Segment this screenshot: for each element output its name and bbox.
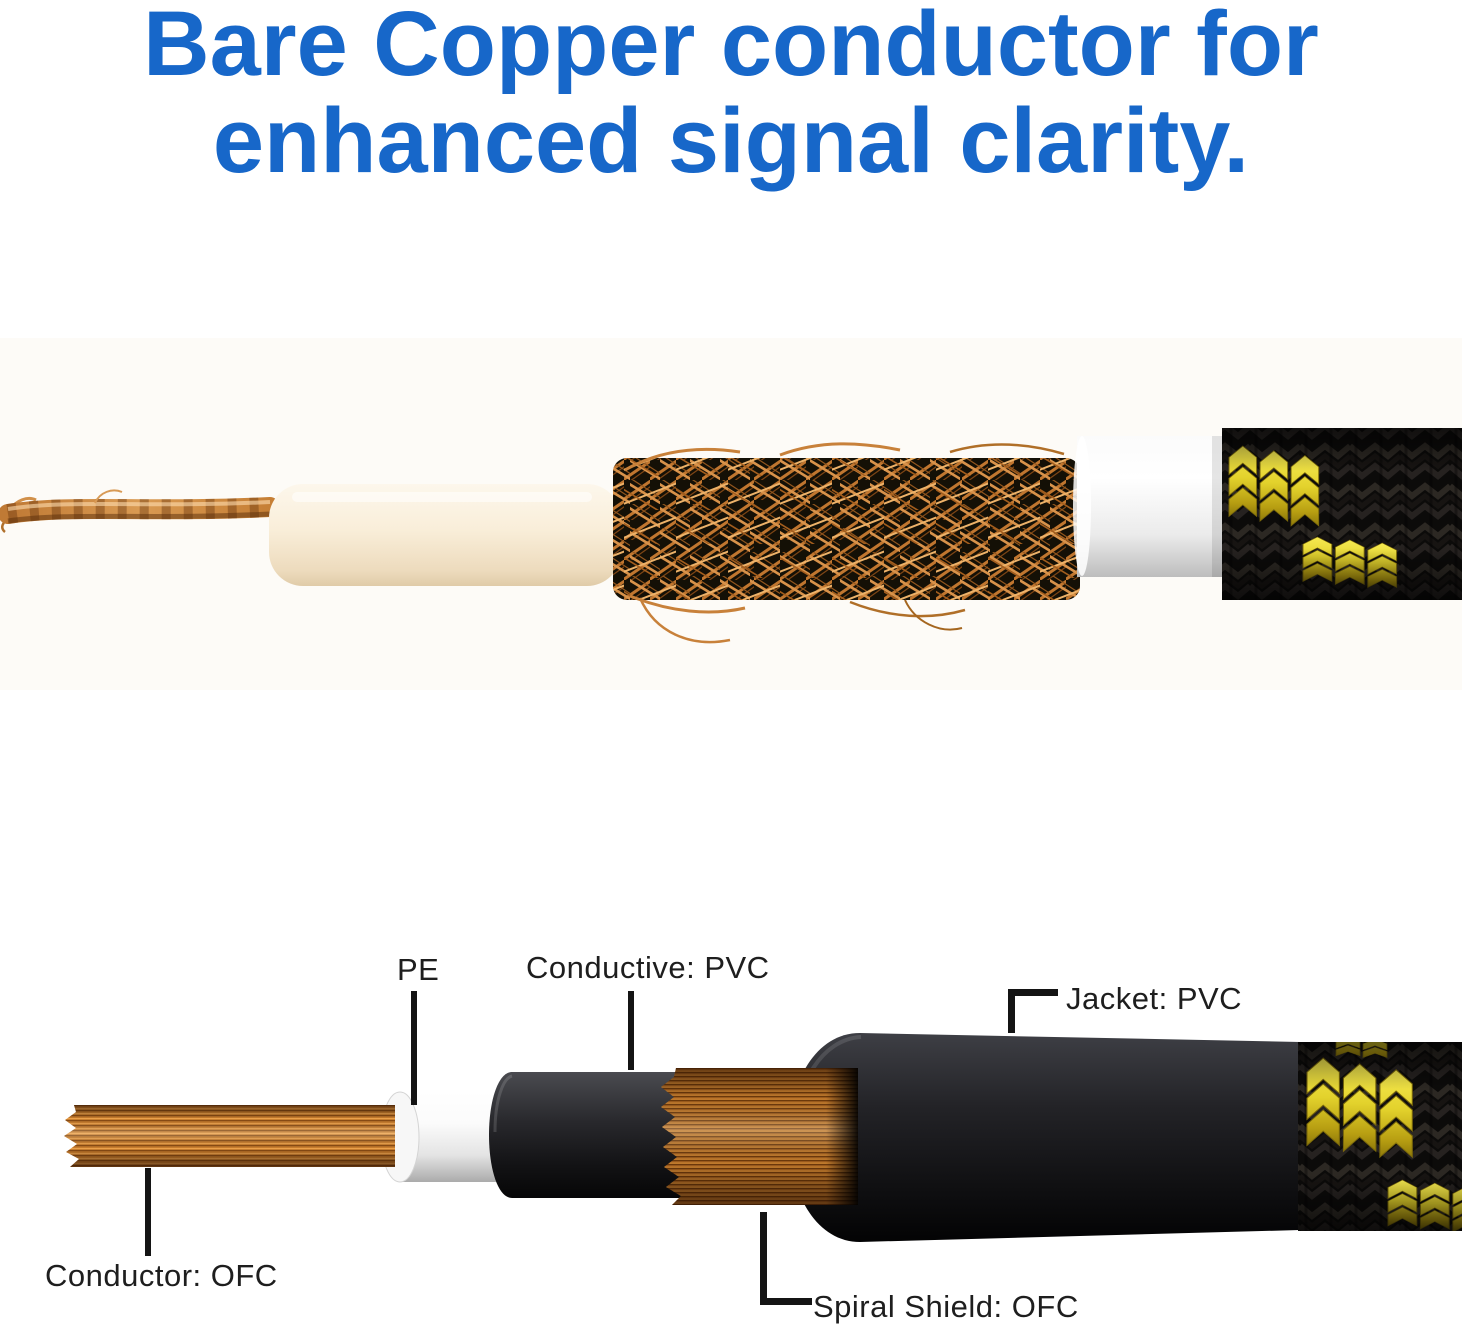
jacket-leader-line-horizontal bbox=[1008, 989, 1058, 996]
photo-white-sleeve bbox=[1073, 436, 1227, 577]
label-jacket-pvc: Jacket: PVC bbox=[1066, 981, 1243, 1016]
jacket-leader-line-vertical bbox=[1008, 989, 1015, 1033]
photo-pe-insulation bbox=[269, 484, 621, 586]
stripped-cable-photo bbox=[0, 338, 1462, 690]
photo-braided-jacket bbox=[1222, 428, 1462, 600]
label-conductor-ofc: Conductor: OFC bbox=[45, 1258, 278, 1293]
label-spiral-shield-ofc: Spiral Shield: OFC bbox=[813, 1289, 1079, 1324]
label-conductive-pvc: Conductive: PVC bbox=[526, 950, 770, 985]
photo-bare-conductor bbox=[0, 489, 280, 533]
diagram-jacket bbox=[789, 1033, 1300, 1242]
photo-spiral-shield bbox=[613, 442, 1080, 644]
diagram-braided-sleeve bbox=[1298, 1042, 1462, 1231]
title-line-2: enhanced signal clarity. bbox=[212, 90, 1250, 192]
page-title: Bare Copper conductor for enhanced signa… bbox=[0, 0, 1462, 190]
diagram-spiral-shield bbox=[661, 1068, 858, 1205]
diagram-pe-insulation bbox=[380, 1091, 506, 1183]
diagram-conductive-pvc bbox=[489, 1072, 692, 1198]
title-line-1: Bare Copper conductor for bbox=[143, 0, 1319, 95]
diagram-conductor bbox=[64, 1105, 395, 1167]
spiral-shield-leader-line-vertical bbox=[760, 1212, 767, 1305]
pe-leader-line bbox=[411, 991, 417, 1105]
spiral-shield-leader-line-horizontal bbox=[760, 1298, 812, 1305]
conductive-pvc-leader-line bbox=[628, 991, 634, 1070]
conductor-leader-line bbox=[145, 1168, 151, 1256]
label-pe: PE bbox=[397, 952, 440, 987]
cable-cutaway-diagram bbox=[64, 1033, 1462, 1242]
